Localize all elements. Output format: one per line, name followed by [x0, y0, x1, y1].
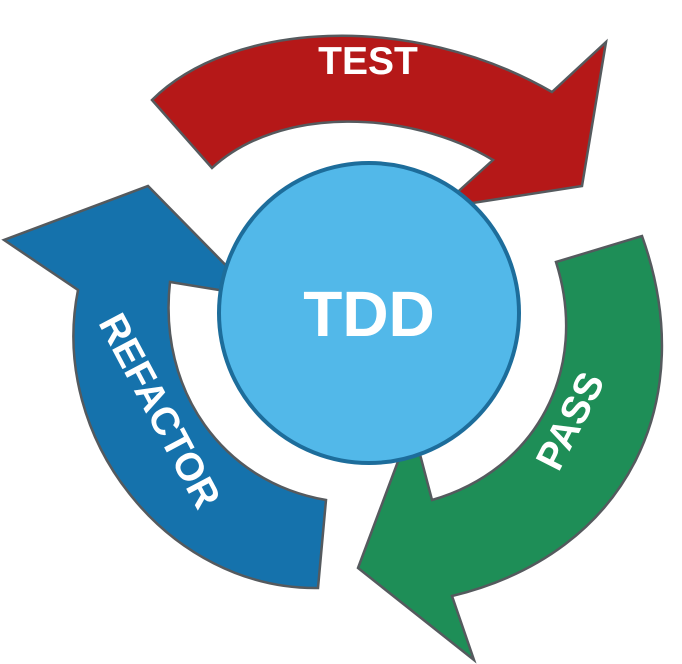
tdd-center-circle	[217, 161, 521, 465]
center-label: TDD	[303, 278, 435, 350]
test-arrow	[150, 34, 608, 210]
pass-arrow	[356, 234, 664, 664]
test-label: TEST	[318, 40, 418, 83]
